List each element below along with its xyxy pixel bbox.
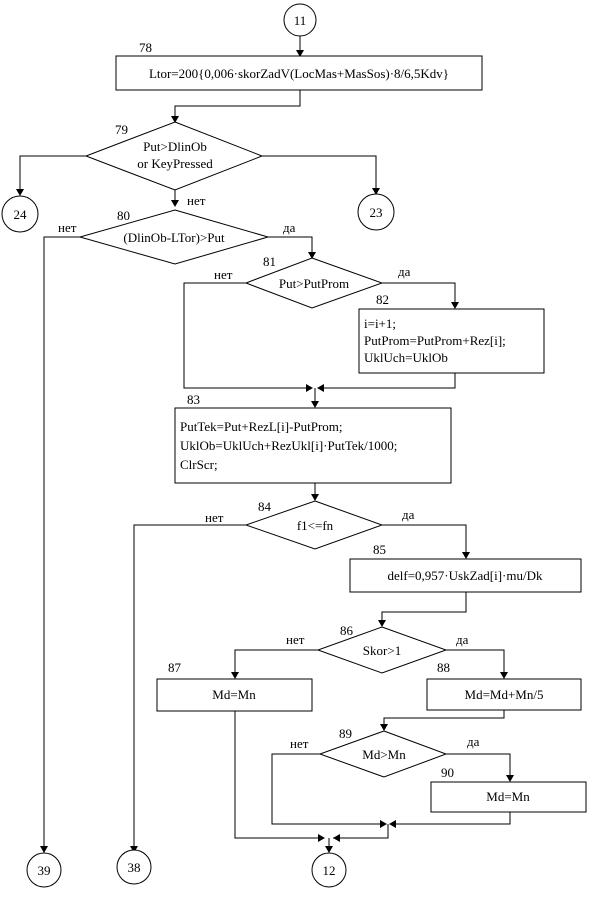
block-number-79: 79 (115, 122, 128, 137)
label-no-86: нет (286, 632, 305, 647)
connector-12-label: 12 (323, 863, 336, 878)
label-no-81: нет (214, 267, 233, 282)
block-number-88: 88 (437, 660, 450, 675)
block-number-85: 85 (373, 542, 386, 557)
decision-block-86 (316, 626, 448, 674)
label-yes-86: да (456, 632, 469, 647)
block-82-line1: i=i+1; (364, 316, 396, 331)
decision-block-84 (244, 500, 384, 550)
connector-11 (283, 3, 317, 37)
decision-block-80 (78, 209, 270, 265)
block-number-90: 90 (441, 765, 454, 780)
block-83-line1: PutTek=Put+RezL[i]-PutProm; (180, 419, 343, 434)
label-no-80: нет (58, 220, 77, 235)
decision-79-line2: or KeyPressed (137, 156, 213, 171)
decision-block-81 (244, 257, 384, 309)
decision-79-line1: Put>DlinOb (143, 139, 207, 154)
block-number-89: 89 (339, 726, 352, 741)
decision-86-text: Skor>1 (363, 643, 401, 658)
label-yes-81: да (398, 264, 411, 279)
process-block-88 (426, 678, 582, 711)
label-yes-80: да (283, 220, 296, 235)
block-82-line3: UklUch=UklOb (364, 350, 448, 365)
decision-80-text: (DlinOb-LTor)>Put (123, 230, 225, 245)
decision-89-text: Md>Mn (362, 747, 406, 762)
arrowheads (16, 50, 514, 853)
block-83-line2: UklOb=UklUch+RezUkl[i]·PutTek/1000; (180, 438, 397, 453)
label-no-79: нет (187, 193, 206, 208)
process-block-87 (156, 678, 313, 712)
connector-38-label: 38 (128, 860, 141, 875)
block-82-line2: PutProm=PutProm+Rez[i]; (364, 333, 506, 348)
process-block-82 (358, 308, 545, 374)
block-90-text: Md=Mn (486, 789, 530, 804)
connector-38 (116, 849, 152, 885)
block-88-text: Md=Md+Mn/5 (465, 687, 544, 702)
connector-24 (1, 195, 39, 233)
decision-84-text: f1<=fn (297, 518, 334, 533)
decision-81-text: Put>PutProm (279, 276, 349, 291)
process-block-90 (430, 781, 587, 813)
process-block-83 (174, 407, 452, 484)
process-block-85 (349, 558, 582, 593)
block-number-82: 82 (376, 292, 389, 307)
label-no-84: нет (205, 510, 224, 525)
connector-12 (311, 852, 347, 888)
block-number-86: 86 (340, 623, 354, 638)
label-no-89: нет (290, 736, 309, 751)
block-85-text: delf=0,957·UskZad[i]·mu/Dk (388, 568, 543, 583)
block-number-81: 81 (263, 254, 276, 269)
flow-lines (19, 36, 511, 852)
connector-23-label: 23 (370, 205, 383, 220)
connector-23 (357, 193, 395, 231)
block-number-87: 87 (168, 660, 182, 675)
block-number-78: 78 (139, 40, 152, 55)
block-number-80: 80 (117, 208, 130, 223)
label-yes-89: да (467, 734, 480, 749)
connector-39-label: 39 (38, 863, 51, 878)
block-87-text: Md=Mn (212, 687, 256, 702)
decision-block-89 (318, 730, 448, 778)
block-numbers: 78 79 80 81 82 83 84 85 86 87 88 89 90 (115, 40, 454, 780)
block-78-text: Ltor=200{0,006·skorZadV(LocMas+MasSos)·8… (149, 66, 449, 81)
block-number-83: 83 (187, 392, 200, 407)
label-yes-84: да (402, 507, 415, 522)
block-number-84: 84 (258, 499, 272, 514)
process-block-78 (115, 55, 483, 91)
block-83-line3: ClrScr; (180, 457, 218, 472)
connector-11-label: 11 (294, 13, 307, 28)
connector-24-label: 24 (14, 207, 28, 222)
branch-labels: нет нет да нет да нет да нет да нет да (58, 193, 480, 751)
decision-block-79 (84, 121, 264, 191)
connector-39 (26, 852, 62, 888)
